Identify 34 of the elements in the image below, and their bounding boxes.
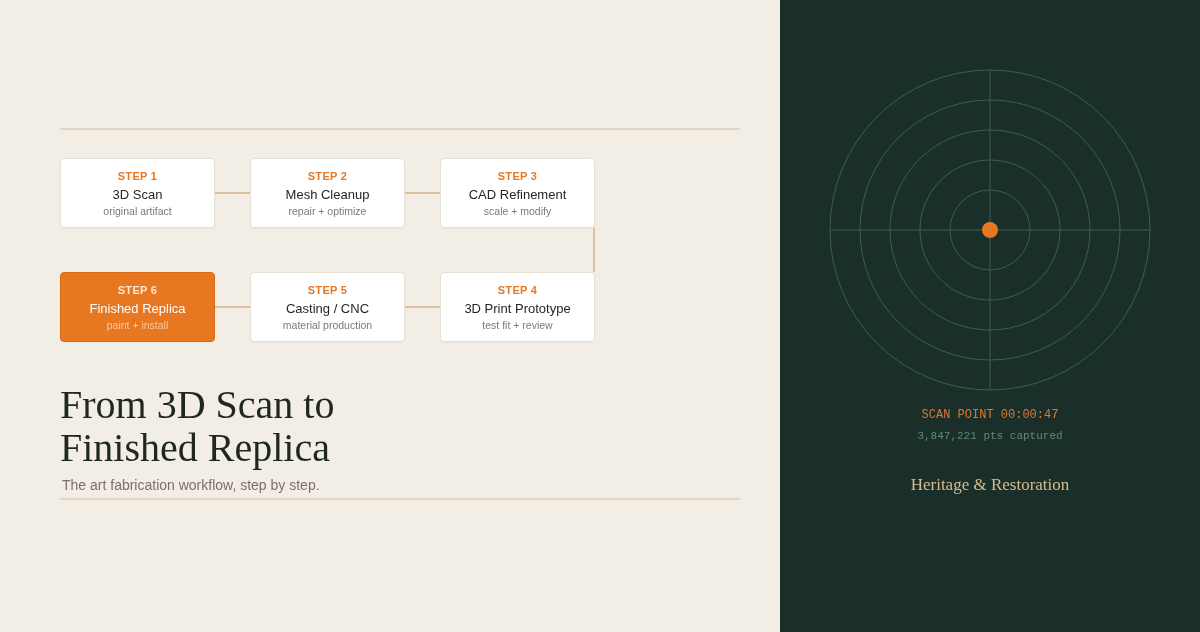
step-description: scale + modify — [483, 204, 552, 218]
step-box — [250, 272, 405, 342]
connector-line — [593, 227, 595, 273]
step-label: STEP 1 — [117, 168, 158, 183]
step-box — [440, 158, 595, 228]
subtitle: The art fabrication workflow, step by step. — [62, 476, 320, 494]
step-box — [440, 272, 595, 342]
step-description: original artifact — [103, 204, 172, 218]
step-label: STEP 2 — [307, 168, 348, 183]
step-description: material production — [282, 318, 373, 332]
step-label: STEP 6 — [117, 282, 158, 297]
step-box — [250, 158, 405, 228]
main-title: From 3D Scan to Finished Replica — [60, 383, 336, 469]
step-title: Mesh Cleanup — [285, 185, 370, 203]
points-count-text: 3,847,221 pts captured — [916, 429, 1064, 443]
connector-line — [404, 192, 441, 194]
step-label: STEP 3 — [497, 168, 538, 183]
step-label: STEP 4 — [497, 282, 538, 297]
step-title: 3D Scan — [112, 185, 163, 203]
tagline: Heritage & Restoration — [909, 474, 1071, 496]
connector-line — [404, 306, 441, 308]
step-title: Casting / CNC — [285, 299, 370, 317]
connector-line — [214, 192, 251, 194]
highlighted-step-box — [60, 272, 215, 342]
step-title: CAD Refinement — [468, 185, 567, 203]
step-title: Finished Replica — [89, 299, 186, 317]
step-title: 3D Print Prototype — [464, 299, 571, 317]
connector-line — [214, 306, 251, 308]
scan-status-text: SCAN POINT 00:00:47 — [920, 407, 1060, 423]
step-box — [60, 158, 215, 228]
step-description: paint + install — [106, 318, 169, 332]
step-label: STEP 5 — [307, 282, 348, 297]
step-description: test fit + review — [482, 318, 553, 332]
step-description: repair + optimize — [288, 204, 367, 218]
